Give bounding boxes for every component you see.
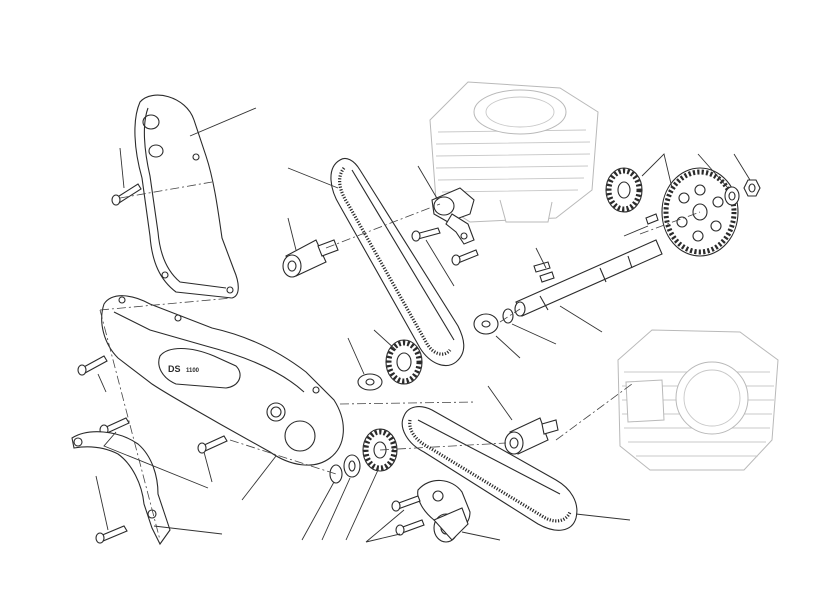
rear-timing-belt (330, 157, 465, 366)
camshaft (514, 239, 663, 317)
shaft-washers (473, 308, 514, 335)
assembly-lines (99, 181, 701, 541)
tensioner-screws (411, 227, 479, 266)
front-spacer-bushing (504, 417, 559, 455)
rear-tensioner (431, 187, 475, 245)
front-tensioner (417, 479, 471, 543)
front-tensioner-screws (391, 495, 425, 536)
rear-belt-cover (134, 94, 239, 299)
small-gear (605, 167, 643, 213)
rear-cover-screw (111, 183, 142, 206)
leader-lines (95, 107, 751, 543)
bracket-screw (95, 525, 128, 544)
gear-key (645, 213, 659, 225)
front-belt-cover: DS 1100 (101, 295, 344, 466)
spacer-bushing (282, 239, 339, 278)
front-cover-screws (77, 355, 228, 454)
front-cylinder-ghost (617, 329, 779, 471)
gear-washer-and-nut (724, 179, 761, 206)
cover-logo-mark: DS (168, 364, 181, 374)
front-timing-belt (401, 406, 578, 531)
cover-logo-model: 1100 (186, 368, 200, 374)
rear-cylinder-ghost (429, 81, 599, 223)
drive-pulley (357, 339, 423, 391)
